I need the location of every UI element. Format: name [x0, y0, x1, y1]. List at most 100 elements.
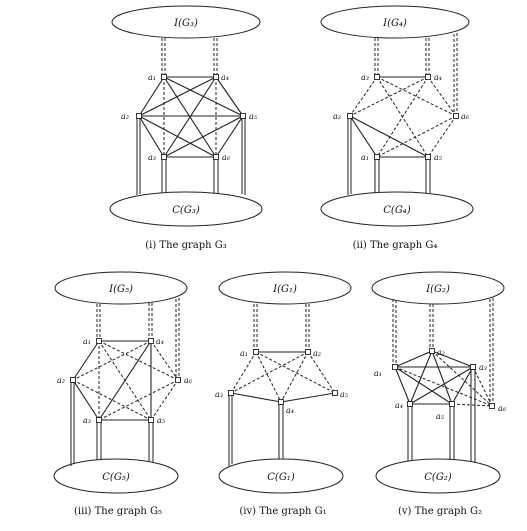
top-set-label: I(G₅) [108, 284, 133, 295]
bottom-set-label: C(G₃) [172, 205, 200, 216]
dashed-edges [163, 77, 217, 157]
vertex [240, 113, 246, 119]
vertex [374, 154, 380, 160]
bottom-set-ellipse [109, 191, 263, 227]
vertex [425, 154, 431, 160]
bottom-set-label: C(G₁) [267, 472, 295, 483]
bottom-set-ellipse [375, 458, 501, 494]
vertex [253, 349, 259, 355]
vertices [70, 338, 181, 423]
vertices [392, 348, 495, 409]
vertex-label: a₁ [374, 369, 382, 378]
panel-caption: (v) The graph G₂ [398, 506, 482, 517]
panel-g2: I(G₂) C(G₂) [371, 271, 507, 517]
vertex-label: a₅ [340, 390, 349, 399]
vertex-label: a₄ [395, 401, 403, 410]
bottom-connectors [70, 380, 154, 466]
dashed-edges [72, 340, 179, 421]
vertex [392, 364, 398, 370]
dashed-edges [394, 350, 493, 407]
top-set-ellipse [54, 271, 188, 305]
vertex-label: a₂ [333, 112, 341, 121]
vertex [175, 377, 181, 383]
solid-edges [230, 351, 336, 403]
vertex-label: a₁ [361, 153, 369, 162]
vertex [161, 154, 167, 160]
panel-caption: (ii) The graph G₄ [353, 240, 438, 251]
top-connectors [161, 38, 218, 75]
vertex [213, 74, 219, 80]
vertex-label: a₂ [437, 348, 445, 357]
panel-caption: (iii) The graph G₅ [74, 506, 162, 517]
vertex-label: a₆ [222, 153, 231, 162]
vertex [453, 113, 459, 119]
dashed-edges [349, 76, 457, 158]
vertex-label: a₆ [461, 112, 470, 121]
vertex [213, 154, 219, 160]
bottom-set-label: C(G₄) [383, 205, 411, 216]
vertex-label: a₄ [434, 73, 442, 82]
bottom-connectors [347, 116, 431, 195]
vertex [332, 390, 338, 396]
vertex-label: a₂ [121, 112, 129, 121]
top-connectors [392, 298, 494, 404]
panel-g3: I(G₃) C(G₃) [109, 5, 263, 251]
vertex-label: a₃ [83, 416, 91, 425]
vertex-label: a₂ [57, 376, 65, 385]
top-connectors [253, 304, 310, 350]
vertices [228, 349, 338, 405]
solid-edges [394, 350, 474, 405]
vertex-label: a₃ [479, 363, 487, 372]
top-connectors [96, 298, 180, 378]
solid-edges [349, 76, 429, 158]
vertex-label: a₅ [434, 153, 443, 162]
vertex [407, 401, 413, 407]
vertex [136, 113, 142, 119]
vertex [148, 417, 154, 423]
vertex [489, 403, 495, 409]
bottom-set-label: C(G₂) [424, 472, 452, 483]
top-set-ellipse [320, 5, 470, 39]
panel-g1: I(G₁) C(G₁) [215, 271, 352, 517]
vertex [374, 74, 380, 80]
top-set-ellipse [111, 5, 261, 39]
vertex-label: a₆ [184, 376, 193, 385]
vertex [96, 338, 102, 344]
vertex-label: a₃ [148, 153, 156, 162]
vertex-label: a₂ [313, 349, 321, 358]
bottom-connectors [136, 116, 246, 195]
top-set-label: I(G₄) [382, 18, 407, 29]
vertex [305, 349, 311, 355]
vertex [228, 390, 234, 396]
vertex [278, 399, 284, 405]
top-set-label: I(G₂) [425, 284, 450, 295]
vertex-label: a₄ [156, 337, 164, 346]
vertex-label: a₃ [215, 390, 223, 399]
vertex-label: a₅ [157, 416, 166, 425]
dashed-edges [230, 351, 336, 403]
vertex [96, 417, 102, 423]
vertex-label: a₁ [148, 73, 156, 82]
top-set-label: I(G₁) [272, 284, 297, 295]
panel-caption: (i) The graph G₃ [145, 240, 227, 251]
bottom-connectors [407, 367, 476, 463]
vertex [148, 338, 154, 344]
bottom-set-ellipse [53, 458, 179, 494]
vertex [429, 348, 435, 354]
vertex-label: a₁ [240, 349, 248, 358]
vertex-label: a₆ [498, 404, 507, 413]
vertex-label: a₄ [286, 406, 294, 415]
vertices [136, 74, 246, 160]
vertex [449, 401, 455, 407]
top-set-ellipse [218, 271, 352, 305]
bottom-set-label: C(G₅) [102, 472, 130, 483]
panel-g5: I(G₅) C(G₅) [53, 271, 193, 517]
vertex-label: a₁ [83, 337, 91, 346]
solid-edges [72, 340, 152, 421]
vertex [347, 113, 353, 119]
vertex [161, 74, 167, 80]
vertex-label: a₄ [221, 73, 229, 82]
vertex-label: a₅ [249, 112, 258, 121]
panel-caption: (iv) The graph G₁ [239, 506, 326, 517]
